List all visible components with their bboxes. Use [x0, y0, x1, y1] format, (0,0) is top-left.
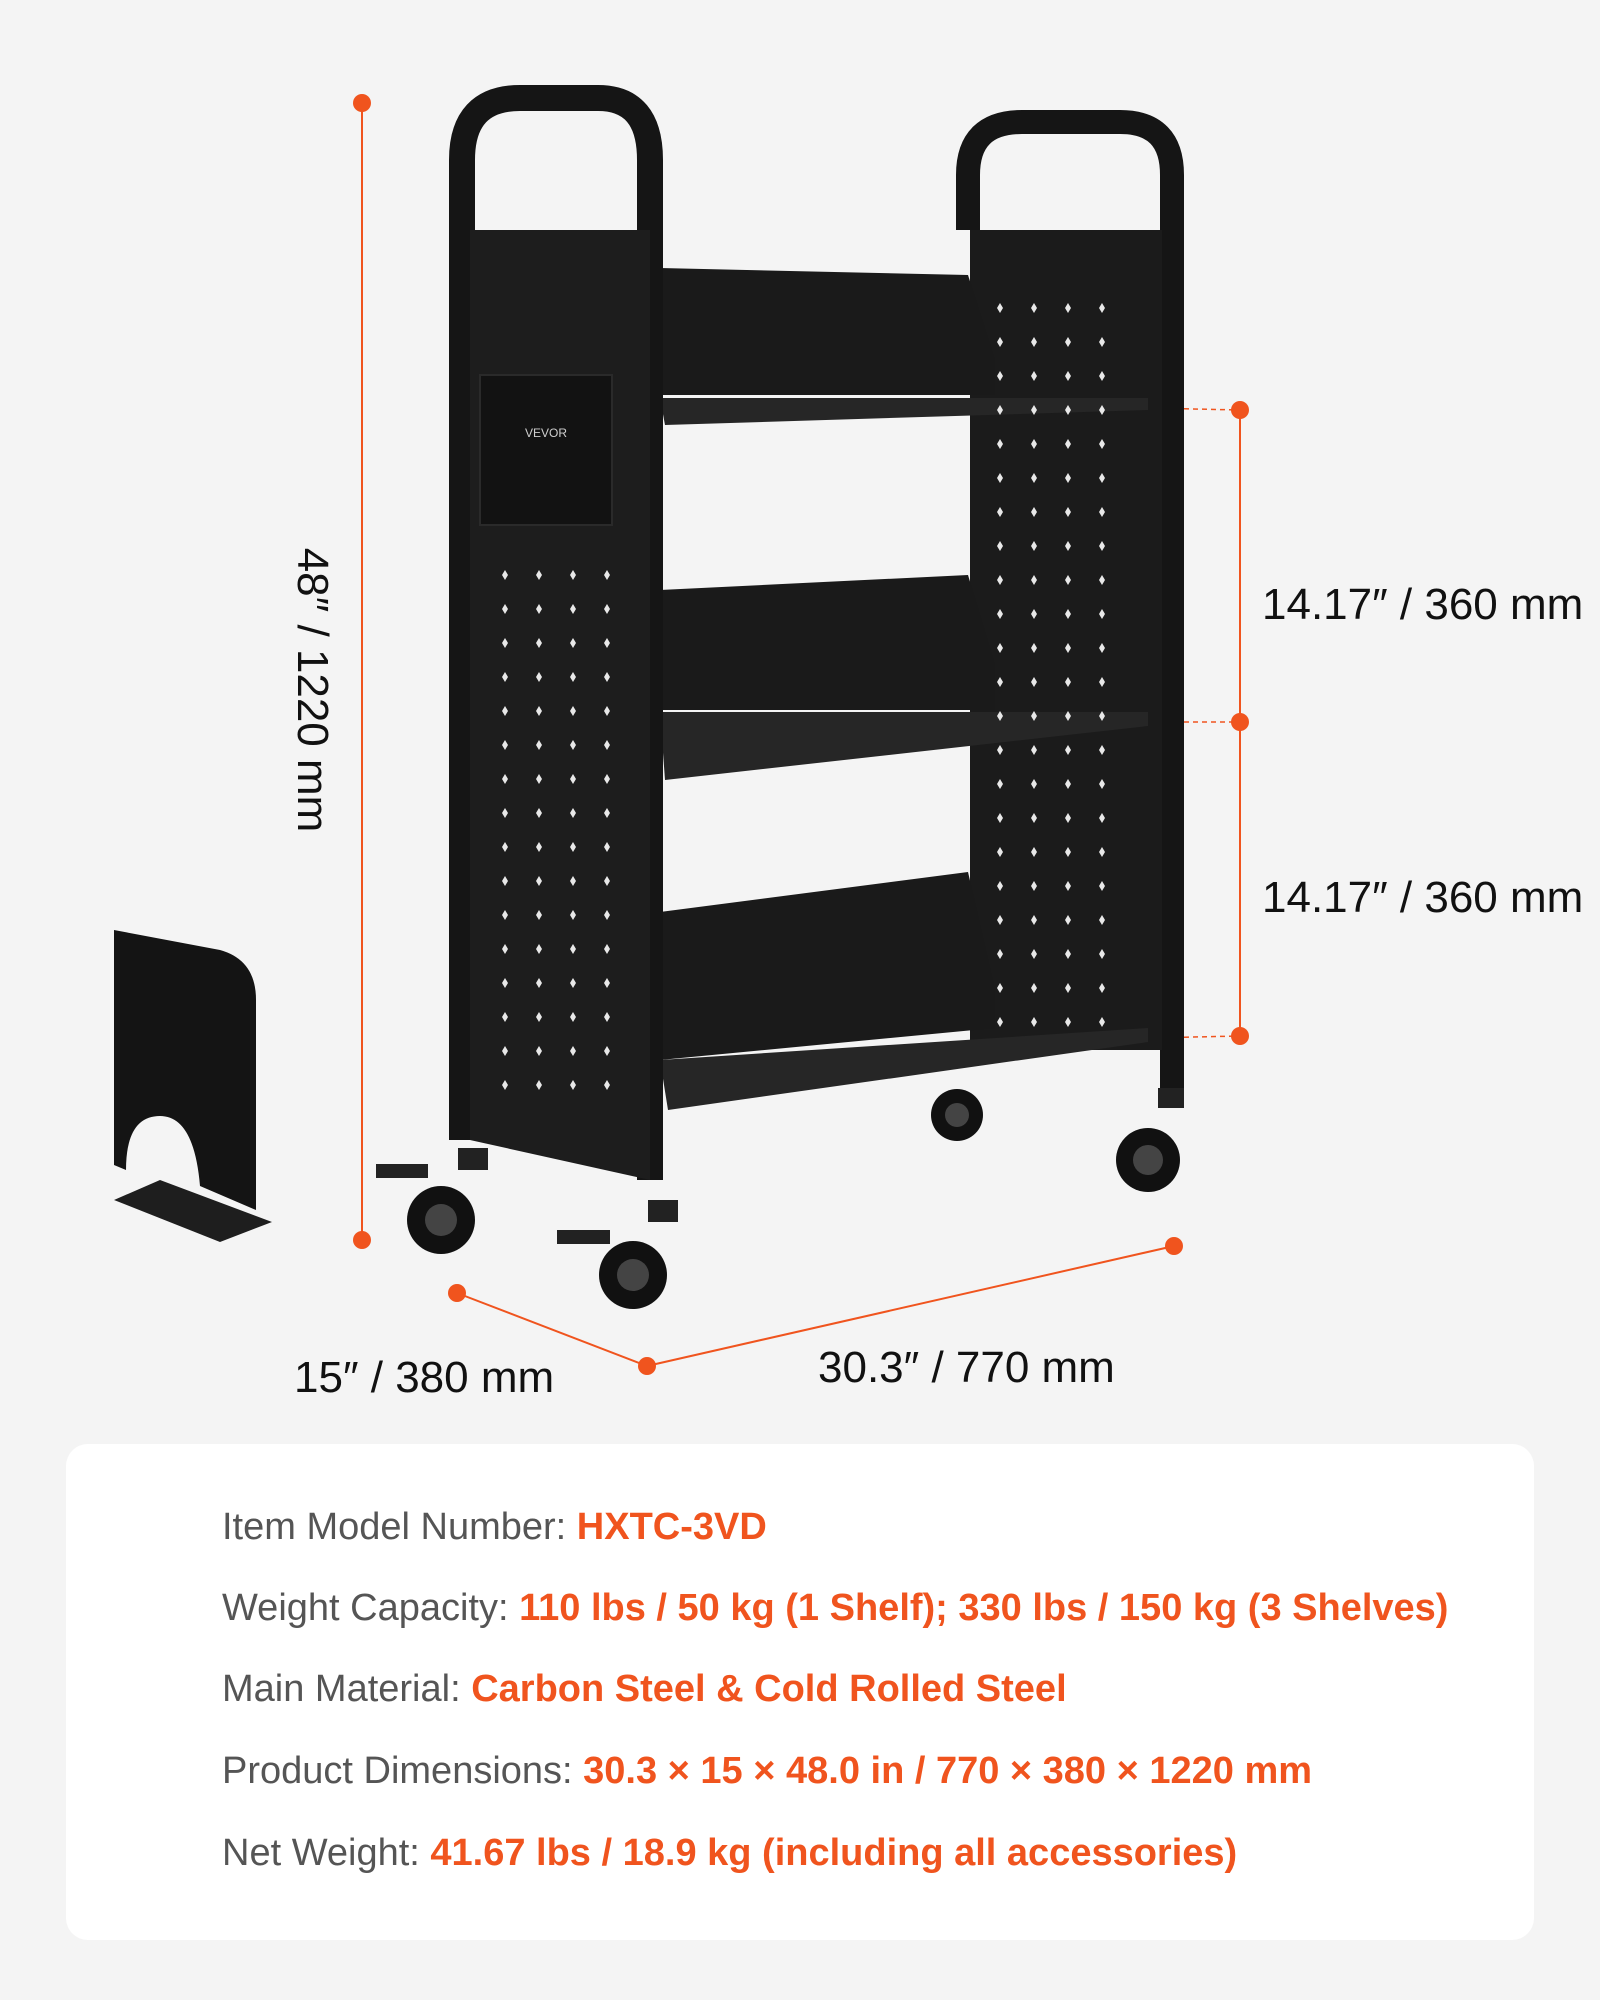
- right-side-frame: [956, 110, 1184, 1090]
- base-dimension-lines: [448, 1237, 1183, 1375]
- spec-dimensions-label: Product Dimensions:: [222, 1750, 584, 1792]
- shelf-top: [660, 268, 1148, 425]
- shelf-middle: [660, 575, 1148, 780]
- shelf-spacing-bottom-label: 14.17″ / 360 mm: [1262, 873, 1584, 922]
- spec-model-label: Item Model Number:: [222, 1506, 577, 1548]
- spec-capacity-label: Weight Capacity:: [222, 1587, 520, 1629]
- caster-back-right: [1116, 1088, 1184, 1192]
- spec-model-row: Item Model Number: HXTC-3VD: [222, 1506, 767, 1549]
- perforation-pattern: [502, 303, 1105, 1090]
- spec-weight-value: 41.67 lbs / 18.9 kg (including all acces…: [430, 1832, 1238, 1874]
- spec-dimensions-value: 30.3 × 15 × 48.0 in / 770 × 380 × 1220 m…: [583, 1750, 1313, 1792]
- spec-capacity-value: 110 lbs / 50 kg (1 Shelf); 330 lbs / 150…: [519, 1587, 1449, 1629]
- shelf-bottom: [660, 872, 1148, 1110]
- bookend: [114, 930, 272, 1242]
- spec-material-label: Main Material:: [222, 1668, 472, 1710]
- height-dimension-line: [353, 94, 371, 1249]
- shelf-spacing-top-label: 14.17″ / 360 mm: [1262, 580, 1584, 629]
- caster-front-right: [557, 1200, 678, 1309]
- cart-drawing: VEVOR: [114, 85, 1249, 1375]
- caster-front-left: [376, 1148, 488, 1254]
- height-label: 48″ / 1220 mm: [288, 547, 337, 833]
- spec-material-value: Carbon Steel & Cold Rolled Steel: [471, 1668, 1067, 1710]
- product-illustration: VEVOR 48″ /: [114, 85, 1584, 1402]
- spec-dimensions-row: Product Dimensions: 30.3 × 15 × 48.0 in …: [222, 1750, 1312, 1793]
- caster-back-left: [931, 1089, 983, 1141]
- spec-weight-row: Net Weight: 41.67 lbs / 18.9 kg (includi…: [222, 1832, 1237, 1875]
- shelf-spacing-dimension-line: [1147, 401, 1249, 1045]
- spec-weight-label: Net Weight:: [222, 1832, 431, 1874]
- brand-label: VEVOR: [525, 426, 567, 440]
- spec-card: Item Model Number: HXTC-3VD Weight Capac…: [66, 1444, 1534, 1940]
- left-side-frame: [449, 85, 663, 1180]
- spec-model-value: HXTC-3VD: [576, 1506, 767, 1548]
- spec-material-row: Main Material: Carbon Steel & Cold Rolle…: [222, 1668, 1067, 1711]
- brand-pocket: VEVOR: [479, 374, 613, 526]
- width-label: 30.3″ / 770 mm: [818, 1343, 1115, 1392]
- spec-capacity-row: Weight Capacity: 110 lbs / 50 kg (1 Shel…: [222, 1587, 1448, 1630]
- depth-label: 15″ / 380 mm: [294, 1353, 555, 1402]
